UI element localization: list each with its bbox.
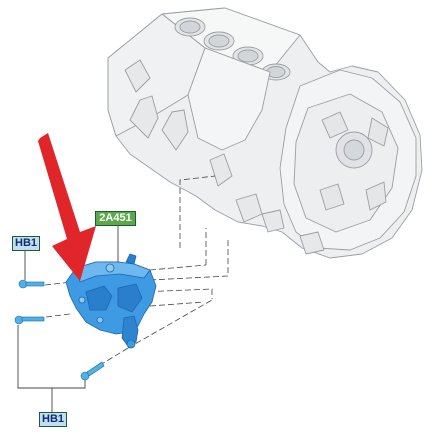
engine-block-illustration — [107, 7, 423, 259]
assembly-guide-lines — [44, 175, 229, 371]
bolt-icon-middle — [14, 315, 45, 325]
bolt-icon-top — [18, 279, 45, 289]
bolt-callout-top[interactable]: HB1 — [12, 236, 40, 251]
engine-mounted-pump-icon — [65, 253, 157, 349]
bolt-callout-bottom[interactable]: HB1 — [39, 412, 67, 427]
part-number-tag[interactable]: 2A451 — [95, 211, 136, 226]
bolt-icon-bottom — [80, 361, 105, 381]
red-down-arrow-icon — [38, 133, 96, 281]
callout-leader-lines — [17, 226, 119, 412]
